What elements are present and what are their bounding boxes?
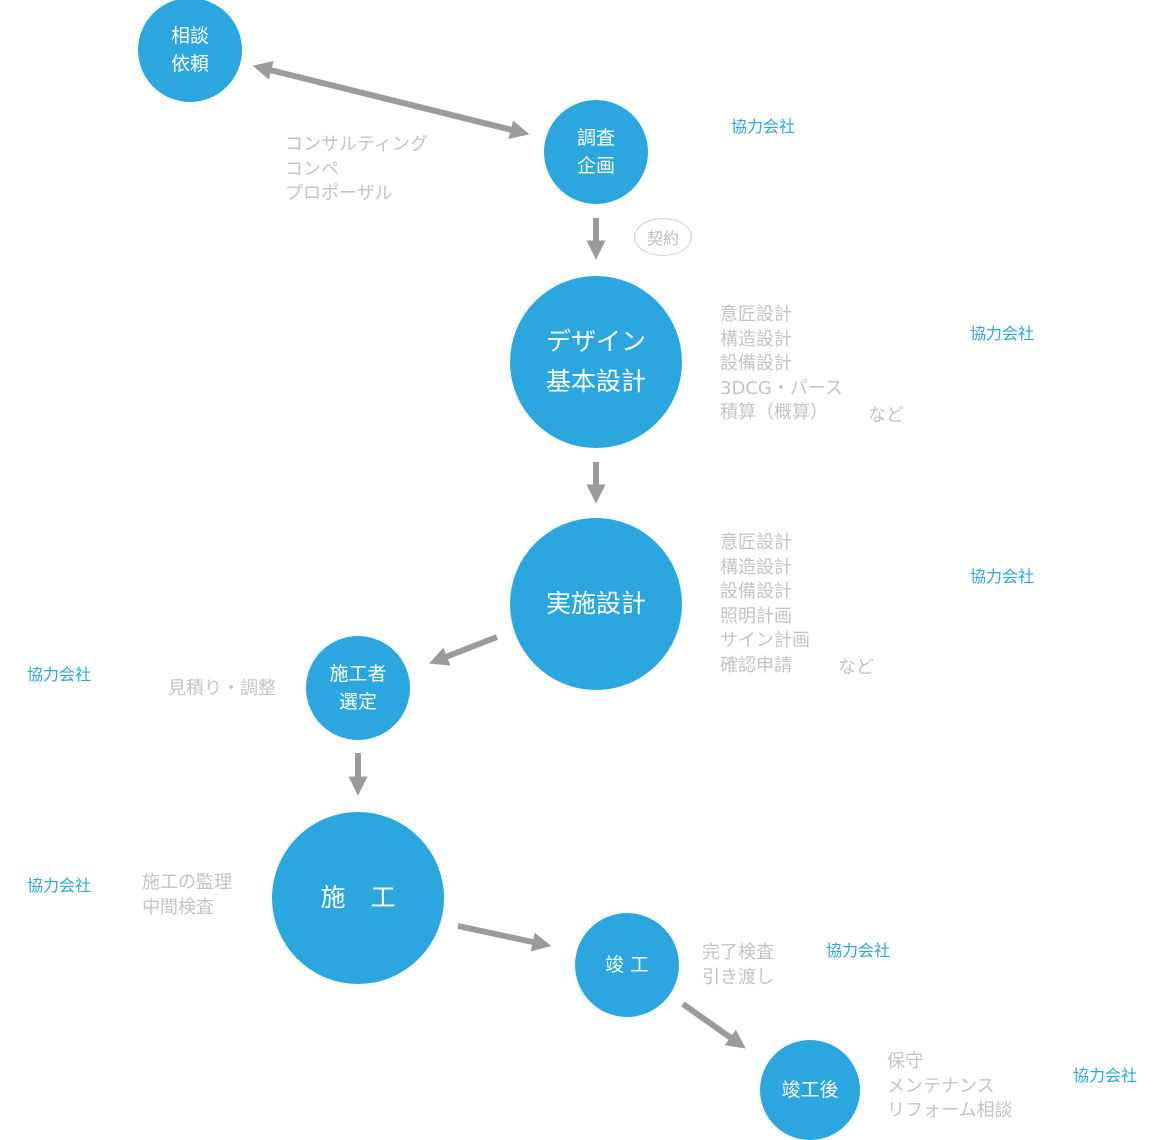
note-line: 中間検査 [142,896,214,918]
note-line: 設備設計 [720,353,792,374]
note-line: サイン計画 [720,630,810,651]
contract-badge: 契約 [634,218,692,256]
note-line: 意匠設計 [720,304,792,325]
partner-label-after-completion[interactable]: 協力会社 [1073,1066,1138,1085]
note-basic-design-etc: など [868,405,904,426]
arrow-detailed-design-contractor [429,634,499,666]
node-contractor-selection-line-2: 選定 [338,691,377,713]
note-completion: 完了検査 引き渡し [702,941,774,990]
node-detailed-design-line-1: 実施設計 [545,589,646,618]
note-line: リフォーム相談 [887,1100,1013,1121]
note-line: 意匠設計 [720,532,792,553]
node-after-completion-line-1: 竣工後 [781,1079,839,1101]
node-research[interactable]: 調査 企画 [544,100,648,204]
node-consult-line-2: 依頼 [170,53,209,75]
node-contractor-selection-line-1: 施工者 [329,663,387,685]
note-line: 完了検査 [702,942,774,963]
partner-label-construction[interactable]: 協力会社 [27,876,92,895]
arrow-construction-completion [457,923,552,952]
arrow-completion-after [681,1001,746,1049]
note-detailed-design: 意匠設計 構造設計 設備設計 照明計画 サイン計画 確認申請 [720,531,810,678]
note-contractor-selection: 見積り・調整 [168,677,276,702]
note-line: コンペ [285,158,339,180]
node-basic-design-line-1: デザイン [545,327,646,356]
note-line: 積算（概算） [720,402,828,423]
note-detailed-design-etc: など [838,657,874,678]
note-line: 照明計画 [720,605,792,627]
note-line: 保守 [887,1051,923,1072]
node-construction-line-1: 施 工 [320,883,396,912]
contract-badge-label: 契約 [646,229,679,248]
note-line: 構造設計 [720,556,792,578]
note-line: 構造設計 [720,328,792,350]
partner-label-completion[interactable]: 協力会社 [826,941,891,960]
partner-label-basic-design[interactable]: 協力会社 [970,324,1035,343]
note-line: 見積り・調整 [168,678,276,699]
node-consult-line-1: 相談 [170,25,209,47]
note-basic-design: 意匠設計 構造設計 設備設計 3DCG・パース 積算（概算） [720,303,843,426]
node-contractor-selection[interactable]: 施工者 選定 [306,636,410,740]
node-construction[interactable]: 施 工 [272,812,444,984]
node-research-line-2: 企画 [576,155,615,177]
note-line: 引き渡し [702,966,774,988]
node-detailed-design[interactable]: 実施設計 [510,518,682,690]
node-completion[interactable]: 竣 工 [575,913,679,1017]
note-after-completion: 保守 メンテナンス リフォーム相談 [887,1050,1012,1124]
note-line: 3DCG・パース [720,377,843,399]
node-consult[interactable]: 相談 依頼 [138,0,242,102]
note-line: メンテナンス [887,1075,995,1097]
partner-label-contractor-selection[interactable]: 協力会社 [27,665,92,684]
node-completion-line-1: 竣 工 [604,954,650,976]
note-construction: 施工の監理 中間検査 [142,871,232,920]
node-after-completion[interactable]: 竣工後 [760,1040,860,1140]
node-research-line-1: 調査 [576,127,615,149]
note-line: コンサルティング [285,134,428,155]
arrow-consult-research [252,60,530,140]
node-basic-design-line-2: 基本設計 [545,367,646,396]
partner-label-detailed-design[interactable]: 協力会社 [970,567,1035,586]
partner-label-research[interactable]: 協力会社 [731,117,796,136]
note-line: プロポーザル [285,183,393,204]
note-line: 設備設計 [720,581,792,602]
note-line: 確認申請 [720,654,792,676]
note-line: 施工の監理 [142,872,232,893]
node-basic-design[interactable]: デザイン 基本設計 [510,276,682,448]
note-consult-research: コンサルティング コンペ プロポーザル [285,133,428,207]
